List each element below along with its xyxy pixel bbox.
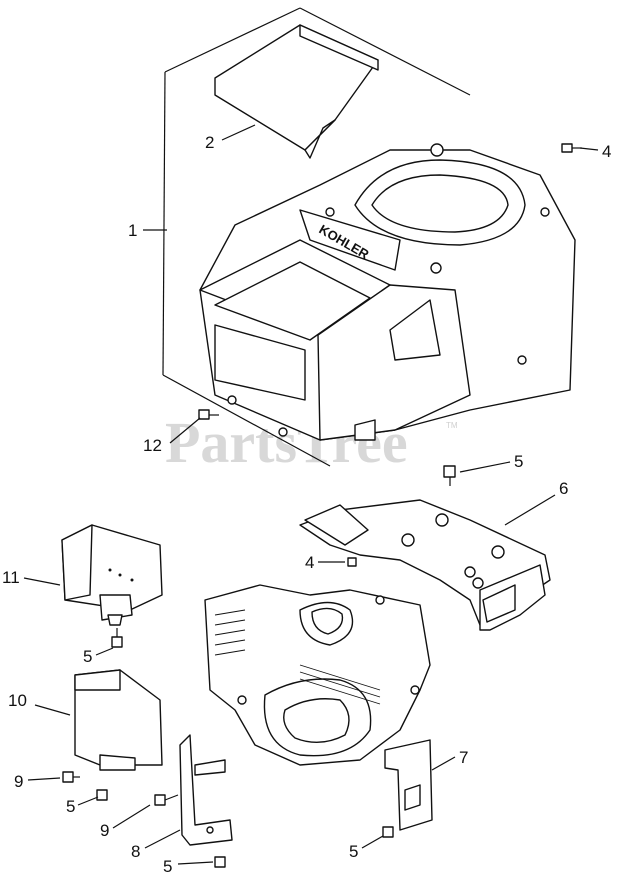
callout-11: 11 <box>2 568 20 587</box>
leader-lines <box>23 124 599 865</box>
part-10-guard[interactable] <box>74 669 163 771</box>
part-8-bracket[interactable] <box>179 734 233 846</box>
callout-5-left: 5 <box>83 647 92 666</box>
callout-labels: 1 2 4 12 5 6 4 11 5 10 9 5 9 8 5 7 5 <box>2 133 611 876</box>
screw-5b-icon <box>111 628 123 648</box>
part-2-air-guide[interactable] <box>214 24 379 159</box>
callout-6: 6 <box>559 479 568 498</box>
screw-9b-icon <box>154 794 179 806</box>
part-11-bracket[interactable] <box>61 524 163 626</box>
screw-9a-icon <box>62 771 80 783</box>
screw-5a-icon <box>443 465 456 486</box>
callout-5-right: 5 <box>349 842 358 861</box>
screw-4-top-icon <box>561 143 582 153</box>
screw-4-mid-icon <box>347 557 357 567</box>
callout-4-mid: 4 <box>305 553 314 572</box>
callout-8: 8 <box>131 842 140 861</box>
part-7-bracket[interactable] <box>384 739 433 831</box>
part-6-baffle[interactable] <box>299 499 551 631</box>
screw-5c-icon <box>96 789 108 801</box>
callout-9-lower: 9 <box>100 821 109 840</box>
callout-1: 1 <box>128 221 137 240</box>
callout-4-top: 4 <box>602 142 611 161</box>
screws <box>62 143 582 868</box>
screw-12-icon <box>198 409 219 420</box>
screw-5e-icon <box>382 826 394 838</box>
callout-5-bottom: 5 <box>163 857 172 876</box>
callout-9-left: 9 <box>14 772 23 791</box>
callout-5-top: 5 <box>514 452 523 471</box>
callout-12: 12 <box>143 436 162 455</box>
callout-2: 2 <box>205 133 214 152</box>
screw-5d-icon <box>214 856 226 868</box>
item-1-bracket <box>162 7 471 467</box>
engine-block[interactable] <box>204 584 431 766</box>
callout-7: 7 <box>459 748 468 767</box>
callout-10: 10 <box>8 691 27 710</box>
callout-5-lower: 5 <box>66 797 75 816</box>
watermark-tm: TM <box>446 421 458 430</box>
part-1-blower-housing[interactable]: KOHLER <box>199 143 576 441</box>
